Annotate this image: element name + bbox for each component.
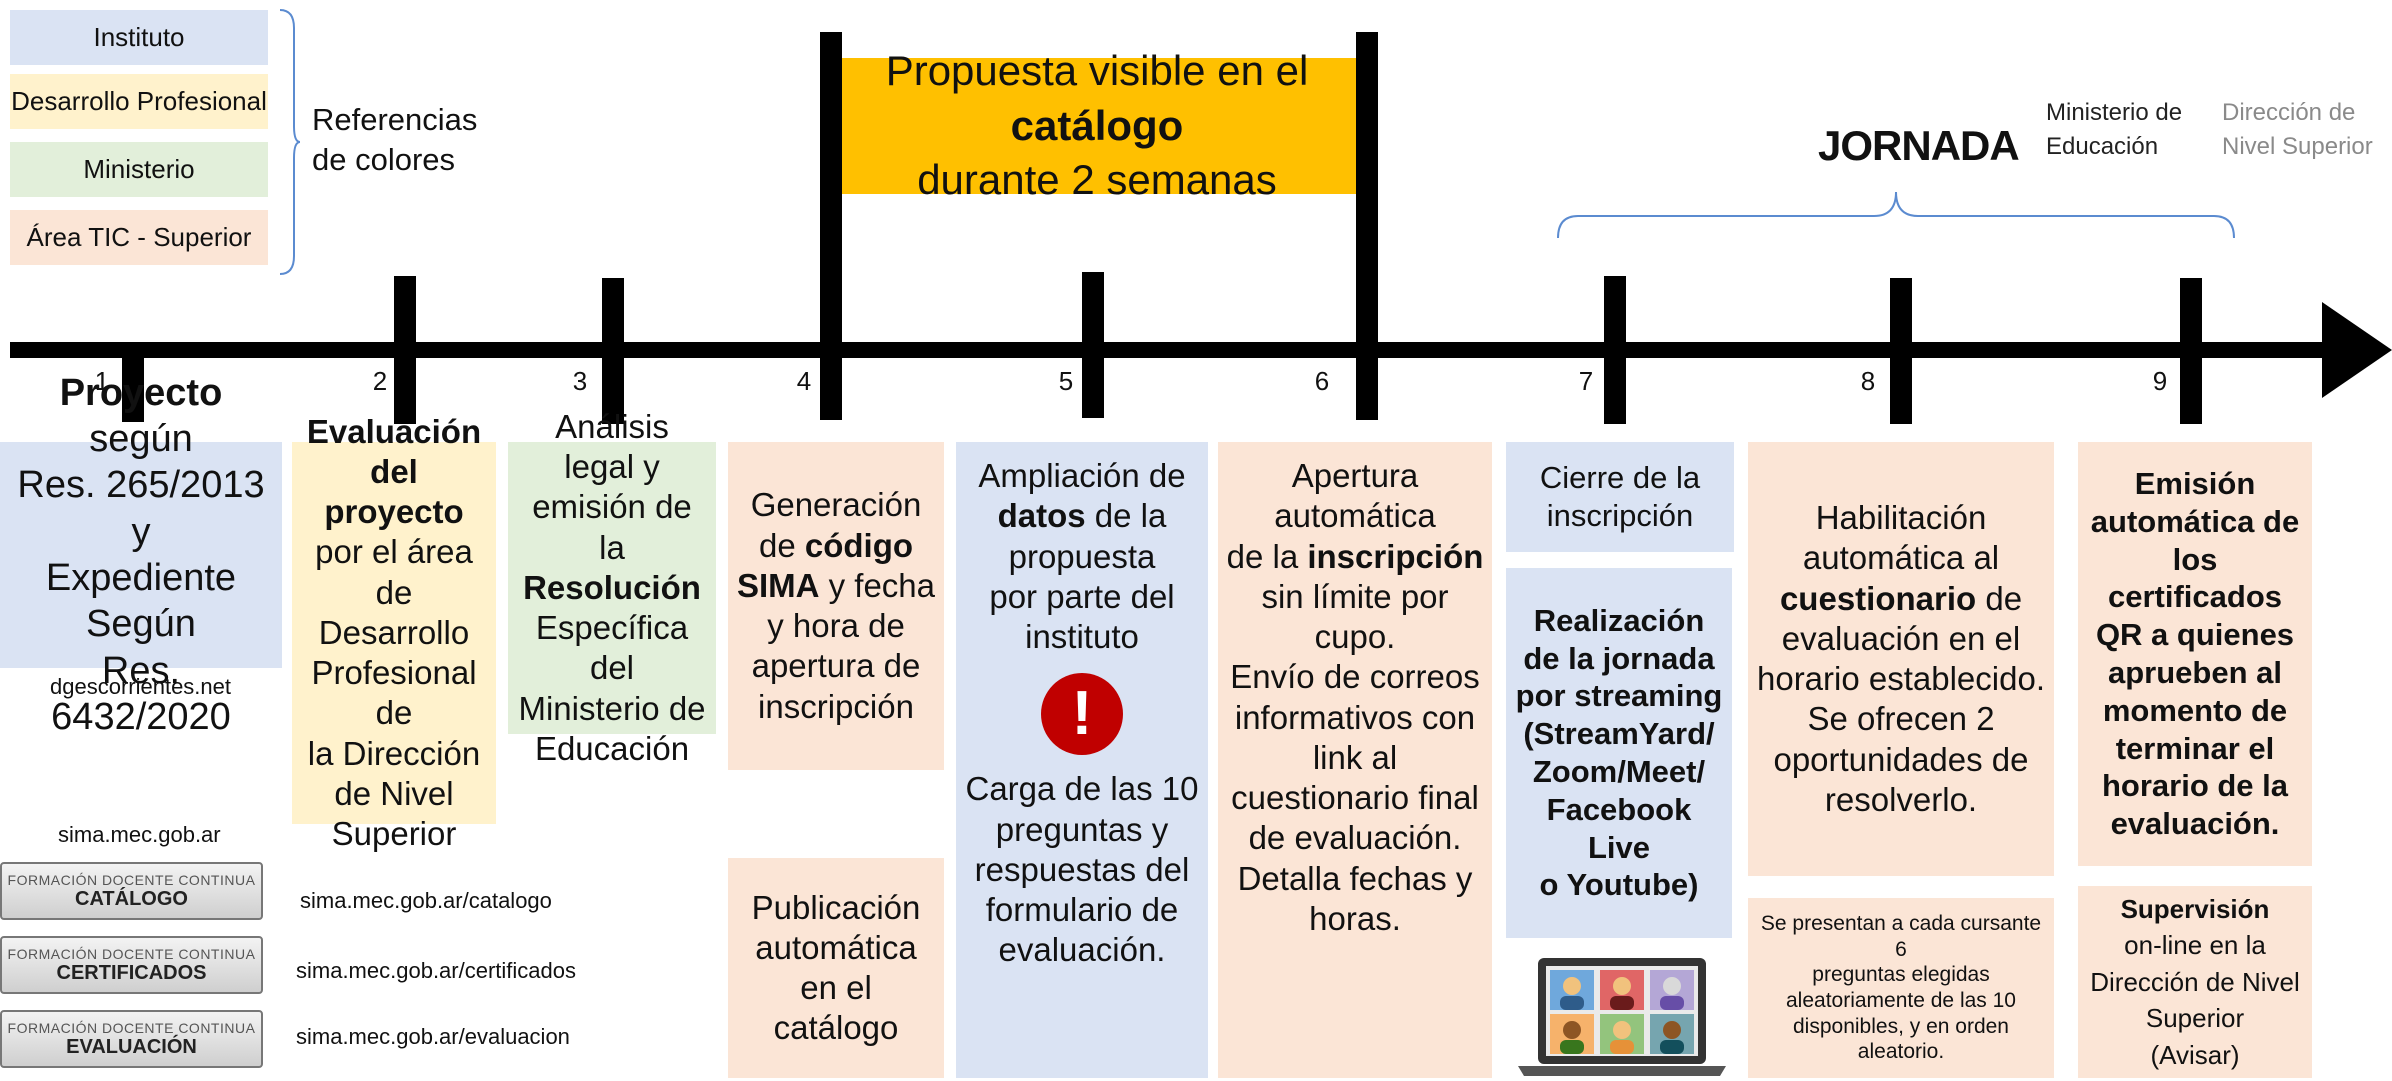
timeline-axis [10,342,2328,358]
step-8-habilitacion-box: Habilitación automática al cuestionario … [1748,442,2054,876]
step-9-emision-box: Emisión automática de los certificados Q… [2078,442,2312,866]
jornada-brace [1557,191,2235,239]
timeline-tick [602,278,624,424]
step-7-realizacion-box: Realización de la jornada por streaming … [1506,568,1732,938]
timeline-tick [122,350,144,422]
step-3-analisis-box: Análisis legal y emisión de la Resolució… [508,408,716,767]
timeline-tick [394,276,416,424]
timeline-tick [820,32,842,420]
step-2-evaluacion-box: Evaluación del proyecto por el área de D… [292,413,496,852]
site-sima[interactable]: sima.mec.gob.ar [58,822,221,847]
step-number: 5 [1058,366,1074,396]
step-number: 3 [572,366,588,396]
video-call-laptop-icon [1518,958,1726,1076]
step-6-apertura-box: Apertura automática de la inscripción si… [1218,442,1492,1078]
step-5-ampliacion-box: Ampliación de datos de la propuesta por … [956,442,1208,1078]
certificados-button[interactable]: FORMACIÓN DOCENTE CONTINUA CERTIFICADOS [0,936,263,994]
evaluacion-button[interactable]: FORMACIÓN DOCENTE CONTINUA EVALUACIÓN [0,1010,263,1068]
legend-brace [279,9,301,275]
evaluacion-url[interactable]: sima.mec.gob.ar/evaluacion [296,1024,570,1049]
exclamation-icon: ! [1041,673,1123,756]
ministerio-label: Ministerio de Educación [2046,99,2183,160]
legend-instituto: Instituto [10,10,268,65]
step-number: 9 [2152,366,2168,396]
step-7-cierre-box: Cierre de la inscripción [1506,442,1734,552]
site-dgescorrientes[interactable]: dgescorrientes.net [50,674,231,699]
timeline-tick [1356,32,1378,420]
timeline-arrowhead [2322,302,2392,398]
timeline-tick [2180,278,2202,424]
step-number: 1 [94,366,110,396]
step-4-generacion-box: Generación de código SIMA y fecha y hora… [728,442,944,770]
step-8-aleatorio-box: Se presentan a cada cursante 6 preguntas… [1748,898,2054,1078]
step-number: 7 [1578,366,1594,396]
legend-ministerio: Ministerio [10,142,268,197]
step-number: 8 [1860,366,1876,396]
step-number: 2 [372,366,388,396]
timeline-tick [1604,276,1626,424]
step-number: 4 [796,366,812,396]
legend-area-tic: Área TIC - Superior [10,210,268,265]
timeline-tick [1082,272,1104,418]
timeline-tick [1890,278,1912,424]
catalogo-button[interactable]: FORMACIÓN DOCENTE CONTINUA CATÁLOGO [0,862,263,920]
catalog-visibility-banner: Propuesta visible en el catálogo durante… [838,47,1356,203]
step-9-supervision-box: Supervisión on-line en la Dirección de N… [2078,886,2312,1078]
jornada-title: JORNADA [1818,122,2020,169]
legend-title: Referencias de colores [312,102,478,178]
certificados-url[interactable]: sima.mec.gob.ar/certificados [296,958,576,983]
direccion-label: Dirección de Nivel Superior [2222,99,2373,160]
step-number: 6 [1314,366,1330,396]
legend-desarrollo-profesional: Desarrollo Profesional [10,74,268,129]
catalogo-url[interactable]: sima.mec.gob.ar/catalogo [300,888,552,913]
step-4-publicacion-box: Publicación automática en el catálogo [728,858,944,1078]
step-1-proyecto-box: Proyecto según Res. 265/2013 y Expedient… [0,372,282,738]
